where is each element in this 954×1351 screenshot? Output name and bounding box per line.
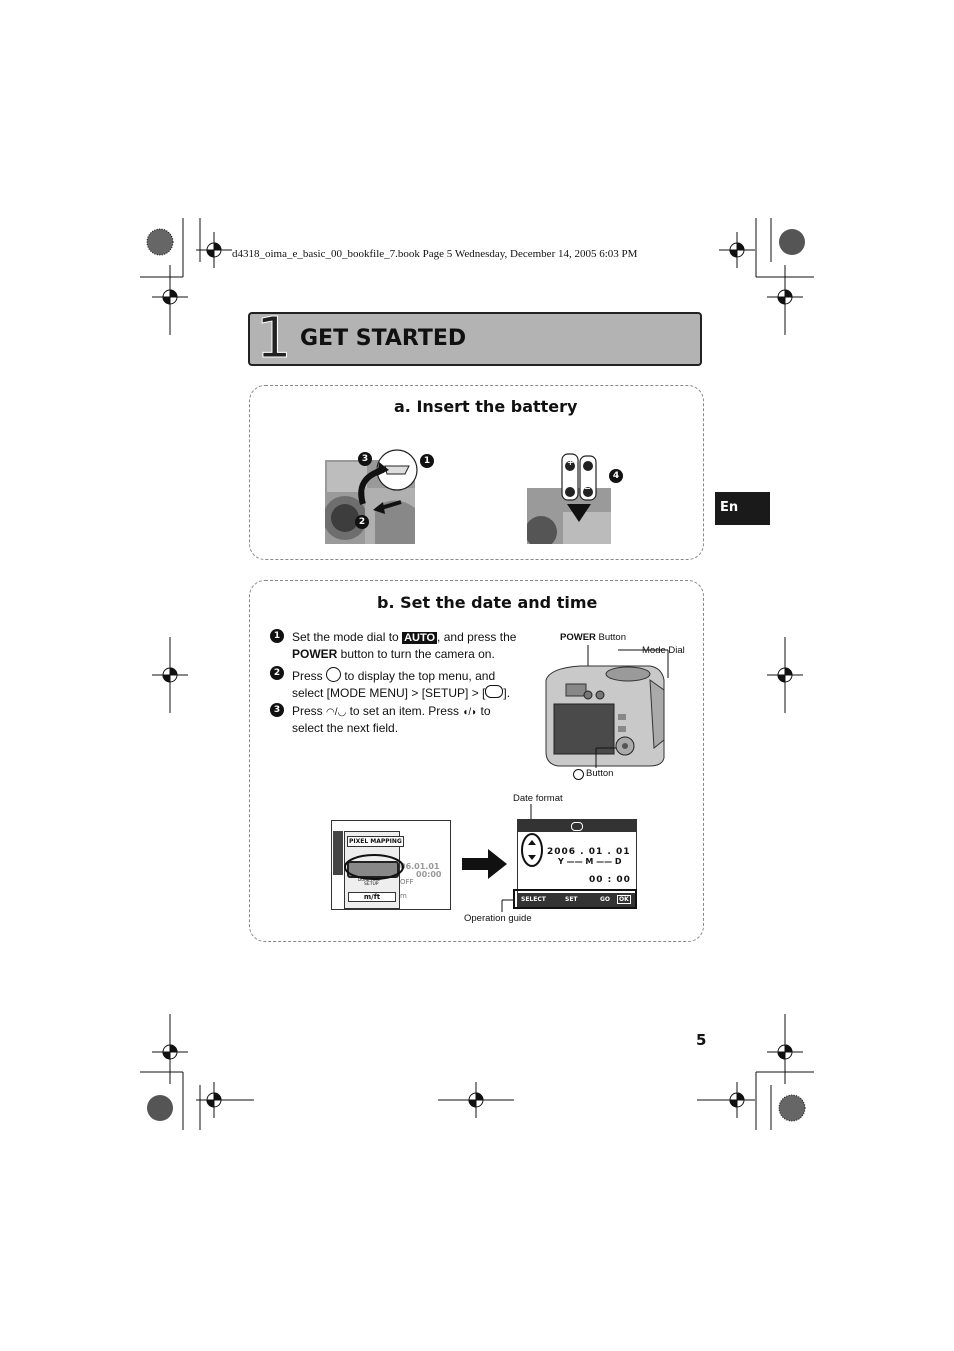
page-number: 5: [696, 1031, 707, 1049]
ok-button-icon: [573, 769, 584, 780]
menu-date-value: 06.01.01: [400, 862, 440, 871]
power-label-rest: Button: [595, 632, 626, 643]
date-value: 2006 . 01 . 01: [547, 847, 631, 857]
guide-go: GO: [600, 896, 611, 903]
callout-1: 1: [420, 454, 434, 468]
power-label-bold: POWER: [560, 632, 596, 643]
battery-plus-mark: +: [567, 458, 574, 467]
ok-button-label: Button: [586, 768, 614, 779]
section-b-title: b. Set the date and time: [377, 593, 598, 612]
date-format-label: Date format: [513, 793, 563, 804]
step-2-number: 2: [270, 666, 284, 680]
menu-title: PIXEL MAPPING: [347, 836, 404, 847]
guide-ok: OK: [617, 895, 631, 904]
guide-set: SET: [565, 896, 578, 903]
operation-guide-bar: [518, 893, 636, 907]
book-file-line: d4318_oima_e_basic_00_bookfile_7.book Pa…: [232, 248, 638, 260]
clock-setting-icon: [485, 684, 504, 698]
section-a-title: a. Insert the battery: [394, 397, 578, 416]
up-down-arrow-icon: ◠/◡: [326, 707, 347, 718]
auto-mode-badge: AUTO: [402, 632, 438, 644]
step-1-power: POWER: [292, 646, 338, 661]
guide-select: SELECT: [521, 896, 546, 903]
chapter-header: 1 GET STARTED: [248, 306, 702, 372]
right-arrow-icon: [462, 849, 507, 879]
step-2-post: to display the top menu, and select [MOD…: [292, 669, 496, 700]
date-format-circle: [521, 833, 543, 867]
date-screen-header: [518, 820, 636, 832]
camera-back-illustration: [545, 645, 669, 768]
menu-m: m: [400, 892, 407, 900]
callout-3: 3: [358, 452, 372, 466]
step-1-pre: Set the mode dial to: [292, 630, 403, 644]
clock-icon: [571, 822, 583, 831]
menu-ok-icon: [326, 667, 342, 682]
step-1-number: 1: [270, 629, 284, 643]
section-set-date-time: [249, 580, 704, 942]
language-tab: En: [715, 492, 770, 525]
step-2-end: ].: [503, 685, 511, 700]
operation-guide-label: Operation guide: [464, 913, 532, 924]
menu-mft: m/ft: [348, 892, 396, 902]
step-3-number: 3: [270, 703, 284, 717]
step-1-mid: , and press the: [437, 630, 517, 644]
step-2-text: Press to display the top menu, and selec…: [292, 667, 522, 701]
menu-setup: SETUP: [364, 882, 379, 887]
step-3-pre: Press: [292, 704, 327, 718]
step-1-post: button to turn the camera on.: [337, 646, 495, 661]
date-ymd: Y —— M —— D: [558, 857, 622, 866]
time-value: 00 : 00: [589, 875, 631, 885]
battery-cover-illustration: [325, 449, 418, 544]
power-button-label: POWER Button: [560, 632, 626, 643]
step-2-pre: Press: [292, 669, 327, 683]
menu-time-value: 00:00: [416, 870, 442, 879]
step-3-text: Press ◠/◡ to set an item. Press ◖/◗ to s…: [292, 704, 522, 736]
chapter-title: GET STARTED: [300, 326, 467, 351]
menu-screen: PIXEL MAPPING 06.01.01 00:00 DUAL TIME S…: [331, 820, 451, 910]
menu-pointer-circle: [344, 854, 404, 880]
step-1-text: Set the mode dial to AUTO, and press the…: [292, 630, 522, 662]
date-screen: 2006 . 01 . 01 Y —— M —— D 00 : 00 SELEC…: [517, 819, 637, 909]
chapter-number: 1: [256, 306, 293, 372]
step-3-mid: to set an item. Press: [346, 704, 463, 718]
left-right-arrow-icon: ◖/◗: [462, 707, 478, 718]
mode-dial-label: Mode Dial: [642, 645, 685, 656]
callout-2: 2: [355, 515, 369, 529]
menu-highlight: [347, 861, 399, 878]
step-3-post: to select the next field.: [292, 704, 491, 735]
menu-side-tabs: [333, 831, 343, 875]
battery-minus-mark: −: [584, 484, 591, 493]
menu-off: OFF: [400, 878, 414, 886]
callout-4: 4: [609, 469, 623, 483]
section-insert-battery: [249, 385, 704, 560]
battery-insert-illustration: [527, 453, 611, 544]
operation-guide-box: [501, 889, 637, 912]
